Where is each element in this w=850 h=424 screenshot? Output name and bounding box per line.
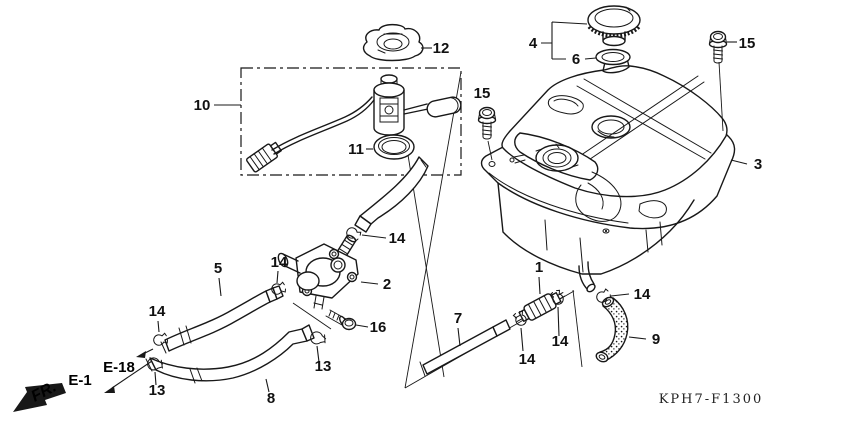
part-label-2: 2 [383,276,391,293]
part-label-14-a: 14 [389,230,406,247]
detail-box-10 [240,67,462,176]
part-label-1: 1 [535,259,543,276]
fuel-valve [277,234,359,330]
fuel-hose-lower [145,324,315,384]
e18-arrow [136,348,154,358]
fuel-feed-tube [354,156,429,233]
part-label-14-c: 14 [149,303,166,320]
part-label-5: 5 [214,260,222,277]
part-label-3: 3 [754,156,762,173]
fuel-filler-cap [587,5,641,47]
part-label-14-f: 14 [634,286,651,303]
fuel-filter [514,292,566,322]
filler-cap-gasket [595,48,631,66]
part-label-14-d: 14 [519,351,536,368]
part-label-9: 9 [652,331,660,348]
part-label-4: 4 [529,35,538,52]
part-label-13-b: 13 [315,358,332,375]
sensor-seal-ring [373,134,415,160]
part-label-11: 11 [348,141,364,158]
diagram-code: KPH7-F1300 [659,392,764,407]
part-label-16: 16 [370,319,387,336]
part-label-12: 12 [433,40,450,57]
fuel-hose-upper [160,285,284,354]
ref-label-e1: E-1 [68,372,91,389]
part-label-10: 10 [194,97,211,114]
ref-label-e18: E-18 [103,359,135,376]
part-label-8: 8 [267,390,275,407]
part-label-15-left: 15 [474,85,491,102]
leader-lines [154,21,748,393]
part-label-15-right: 15 [739,35,756,52]
fuel-tube-straight [419,319,511,377]
part-label-6: 6 [572,51,580,68]
e1-arrow [104,360,153,393]
part-label-13-a: 13 [149,382,166,399]
fuel-sensor-unit [246,74,462,173]
front-direction-arrow [13,383,66,412]
flange-bolt-left [477,106,497,161]
flange-bolt-right [708,30,728,132]
vent-hose-curved [595,296,629,363]
fuel-tank [480,53,736,293]
valve-bolt [325,309,357,331]
part-label-7: 7 [454,310,462,327]
sensor-lock-cap [362,23,424,62]
part-label-14-b: 14 [271,254,288,271]
part-label-14-e: 14 [552,333,569,350]
